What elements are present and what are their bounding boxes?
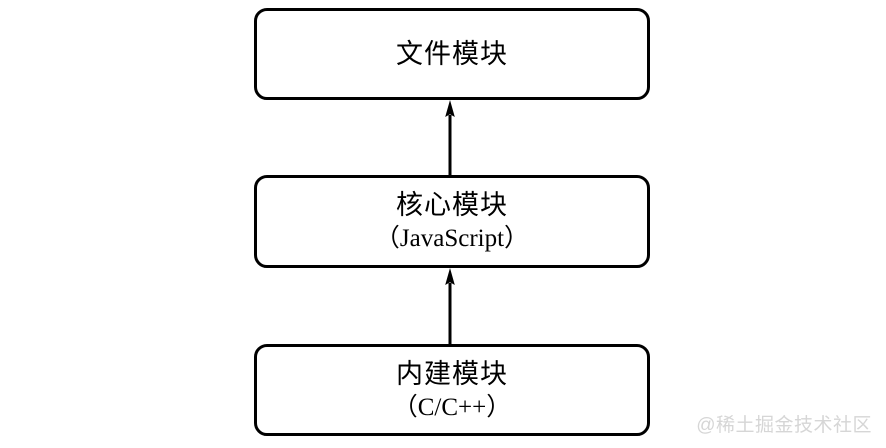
node-file-module-title: 文件模块 xyxy=(396,39,508,69)
arrow-builtin-to-core-head xyxy=(445,268,455,285)
arrow-builtin-to-core xyxy=(445,268,455,345)
arrow-core-to-file xyxy=(445,100,455,176)
node-core-module-subtitle: （JavaScript） xyxy=(374,225,530,252)
node-core-module-title: 核心模块 xyxy=(396,190,508,220)
node-builtin-module-subtitle: （C/C++） xyxy=(392,393,512,421)
node-builtin-module[interactable]: 内建模块 （C/C++） xyxy=(254,344,650,436)
node-file-module[interactable]: 文件模块 xyxy=(254,8,650,100)
watermark: @稀土掘金技术社区 xyxy=(696,415,872,436)
node-builtin-module-title: 内建模块 xyxy=(396,358,508,389)
arrow-core-to-file-head xyxy=(445,100,455,117)
node-core-module[interactable]: 核心模块 （JavaScript） xyxy=(254,175,650,268)
